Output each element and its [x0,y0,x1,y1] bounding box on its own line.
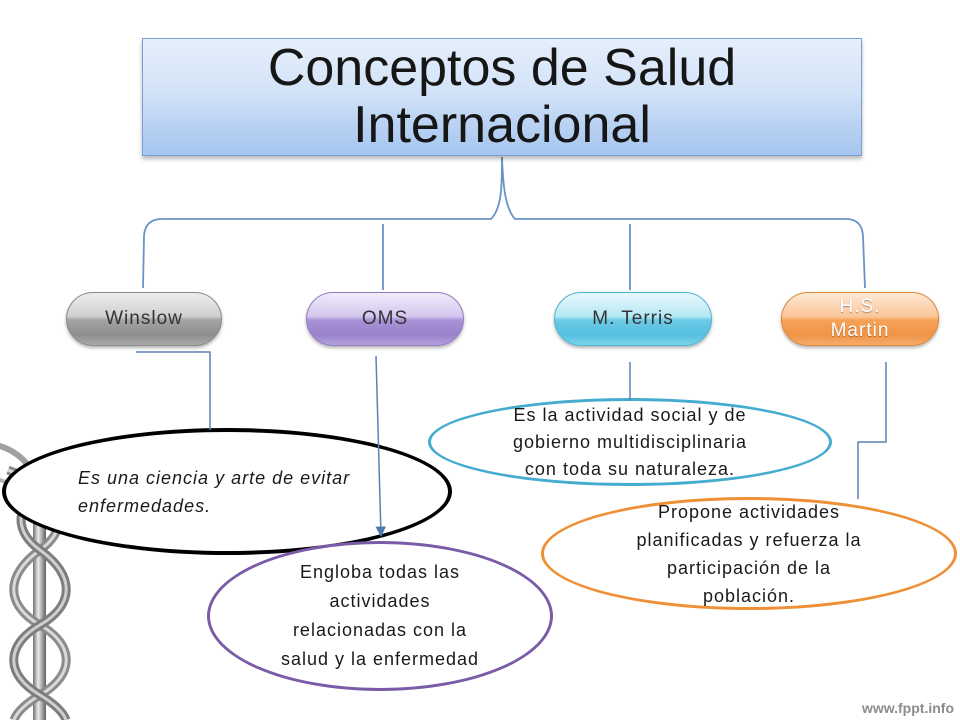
node-label: H.S. Martin [830,296,890,341]
description-text: Es la actividad social y de gobierno mul… [512,404,748,479]
page-title: Conceptos de Salud Internacional [267,39,737,154]
node-oms: OMS [306,292,464,346]
connector-winslow-to-description [136,351,211,430]
node-m-terris: M. Terris [554,292,712,346]
description-text: Propone actividades planificadas y refue… [636,501,862,606]
node-label: OMS [361,308,409,329]
description-m-terris: Es la actividad social y de gobierno mul… [428,398,832,486]
node-label: M. Terris [592,308,674,329]
node-winslow: Winslow [66,292,222,346]
description-text: Es una ciencia y arte de evitar enfermed… [78,467,351,516]
description-text: Engloba todas las actividades relacionad… [280,562,480,669]
title-box: Conceptos de Salud Internacional [142,38,862,156]
description-oms: Engloba todas las actividades relacionad… [207,541,553,691]
node-hs-martin: H.S. Martin [781,292,939,346]
connector-title-to-winslow [142,156,503,289]
connector-title-to-hs-martin [501,156,866,289]
description-winslow: Es una ciencia y arte de evitar enfermed… [2,428,452,555]
node-label: Winslow [105,308,183,329]
description-hs-martin: Propone actividades planificadas y refue… [541,497,957,610]
footer-url: www.fppt.info [861,700,954,716]
connector-hs-martin-to-description [857,362,887,499]
